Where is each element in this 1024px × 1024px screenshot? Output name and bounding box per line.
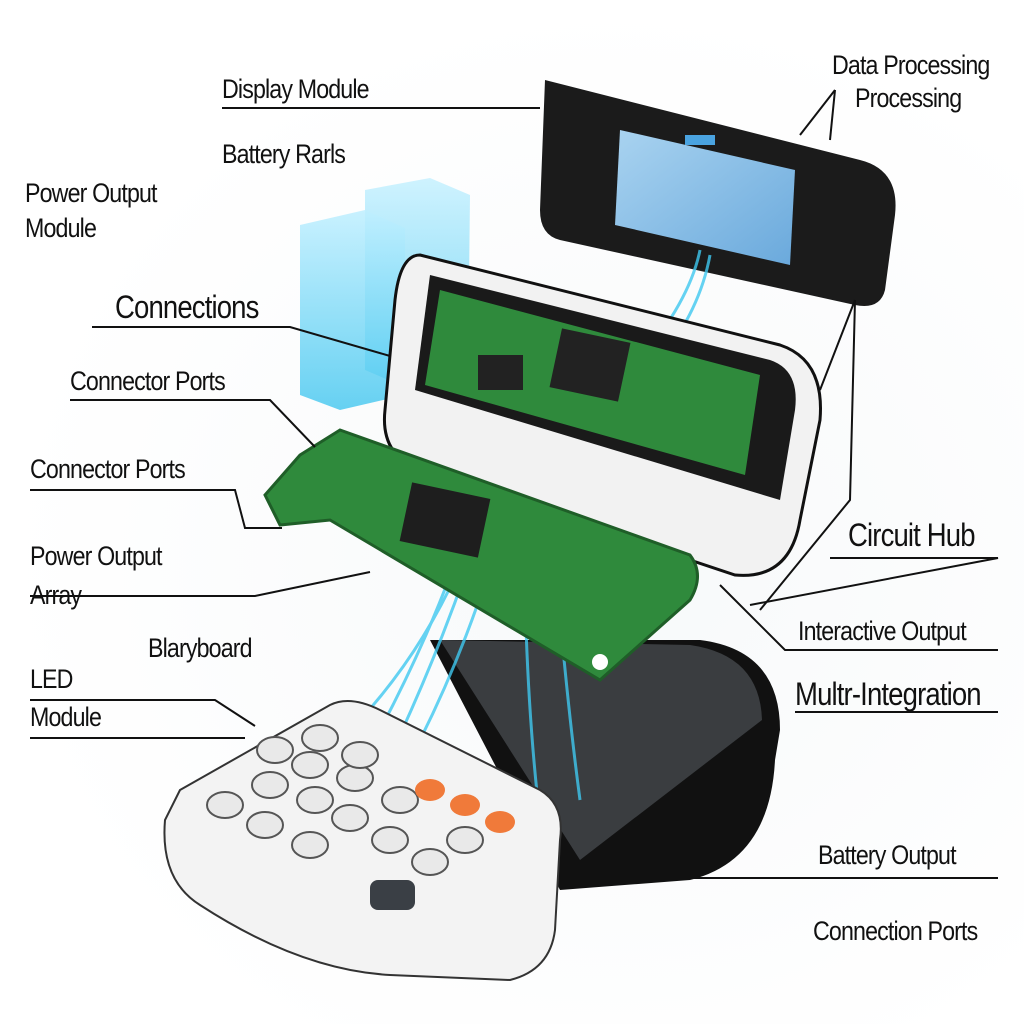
label-interactive-output: Interactive Output bbox=[798, 616, 967, 646]
label-power-output-array-line1: Power Output bbox=[30, 541, 163, 571]
label-battery-rarls: Battery Rarls bbox=[222, 139, 346, 169]
label-power-output-module-line1: Power Output bbox=[25, 178, 158, 208]
label-multi-integration: Multr-Integration bbox=[795, 676, 982, 712]
battery-block bbox=[430, 640, 780, 890]
label-blaryboard: Blaryboard bbox=[148, 633, 253, 663]
label-display-module: Display Module bbox=[222, 74, 370, 104]
label-connector-ports-2: Connector Ports bbox=[30, 454, 186, 484]
label-processing: Processing bbox=[855, 83, 962, 113]
label-connector-ports-1: Connector Ports bbox=[70, 366, 226, 396]
label-circuit-hub: Circuit Hub bbox=[848, 517, 976, 553]
leader-lines bbox=[30, 89, 999, 879]
label-led-module-line1: LED bbox=[30, 664, 73, 694]
label-battery-output: Battery Output bbox=[818, 840, 957, 870]
label-power-output-module-line2: Module bbox=[25, 213, 97, 243]
label-connection-ports: Connection Ports bbox=[813, 916, 978, 946]
label-led-module-line2: Module bbox=[30, 702, 102, 732]
label-power-output-array-line2: Array bbox=[30, 580, 82, 610]
keypad-module bbox=[163, 700, 562, 982]
circuit-hub-case bbox=[382, 253, 822, 577]
label-data-processing: Data Processing bbox=[832, 50, 990, 80]
display-module-part bbox=[540, 80, 896, 306]
label-connections: Connections bbox=[115, 289, 259, 325]
pcb-board bbox=[263, 428, 699, 682]
